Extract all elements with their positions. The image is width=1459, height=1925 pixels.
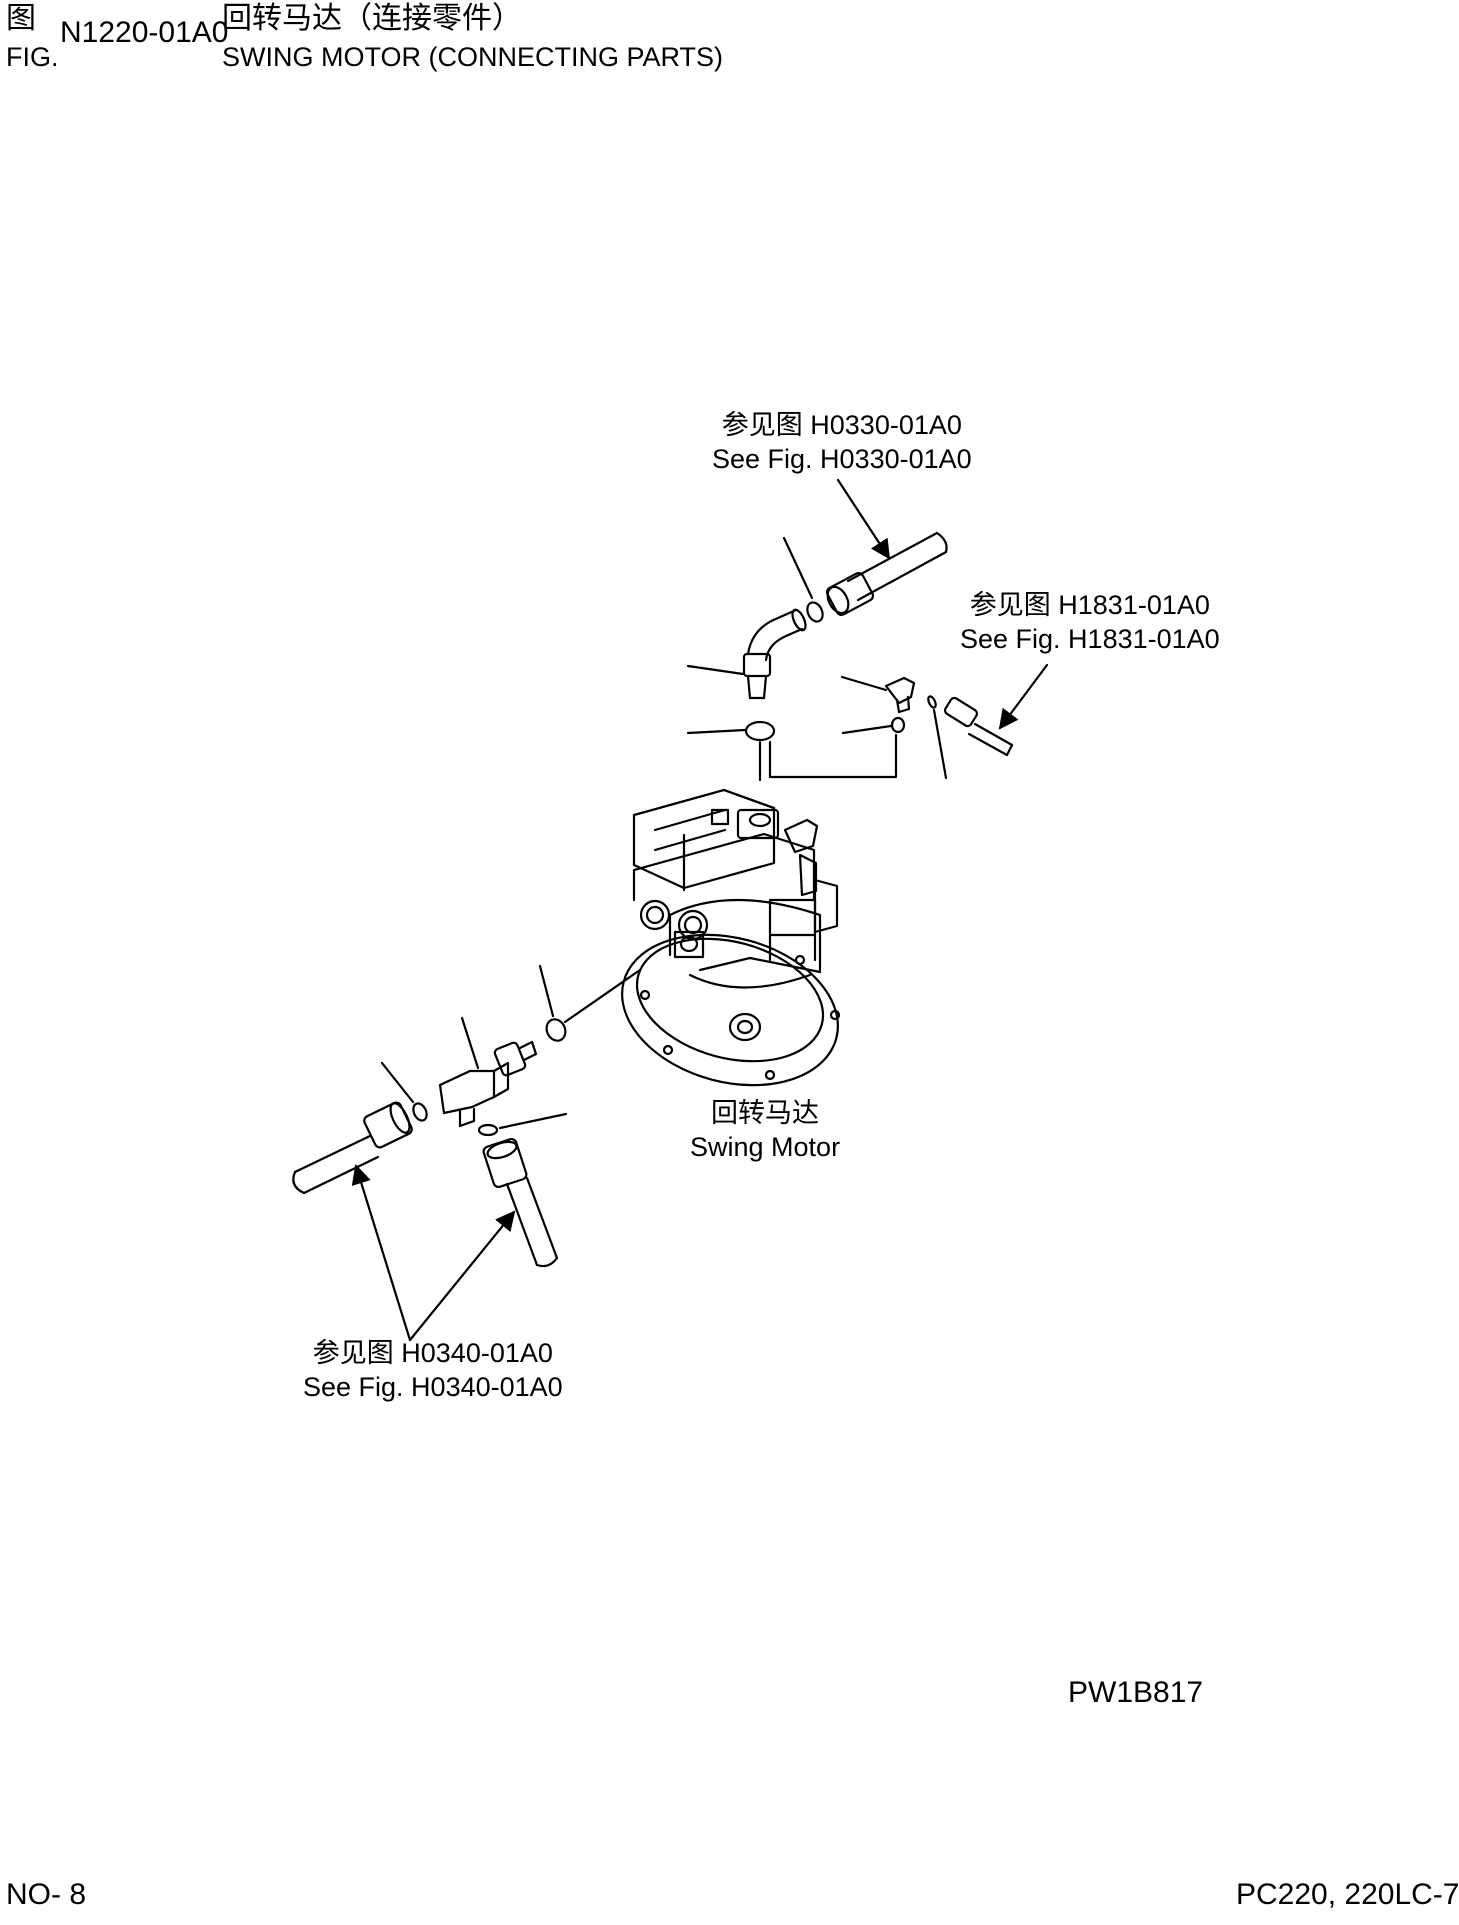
leader-arrow-h0330 — [836, 478, 891, 560]
drain-hose — [943, 696, 1014, 757]
fig-number: N1220-01A0 — [60, 16, 229, 49]
o-ring-small — [890, 716, 906, 734]
upper-hose — [825, 531, 948, 616]
fig-label-en: FIG. — [6, 42, 59, 72]
ref-h0340-cn: 参见图 H0340-01A0 — [312, 1338, 553, 1368]
connection-line-left — [563, 968, 642, 1024]
motor-label: 回转马达 Swing Motor — [690, 1100, 840, 1168]
o-ring-upper — [806, 601, 824, 623]
leader-arrow-h1831 — [998, 663, 1049, 730]
small-elbow-fitting — [884, 676, 916, 714]
tee-fitting — [438, 1040, 538, 1128]
connection-line-2 — [768, 733, 898, 779]
model-number: PC220, 220LC-7 — [1236, 1878, 1459, 1911]
leader-o-ring-small — [841, 724, 893, 735]
left-hose — [292, 1101, 413, 1195]
o-ring-tee-bottom — [477, 1123, 499, 1137]
leader-o-ring-left — [538, 964, 555, 1018]
leader-o-ring-tiny — [932, 708, 948, 780]
o-ring-tee-left — [412, 1102, 428, 1122]
swing-motor — [621, 788, 841, 1087]
leader-elbow — [686, 664, 745, 676]
leader-o-ring-tee-left — [380, 1061, 415, 1104]
title-en: SWING MOTOR (CONNECTING PARTS) — [222, 42, 724, 72]
leader-arrow-h0340-right — [408, 1210, 516, 1342]
leader-o-ring-upper — [782, 536, 814, 600]
ref-h1831-cn: 参见图 H1831-01A0 — [969, 590, 1210, 620]
drawing-code: PW1B817 — [1068, 1676, 1204, 1709]
page-number: NO- 8 — [6, 1878, 87, 1911]
fig-label-cn: 图 — [6, 2, 36, 35]
ref-h0340: 参见图 H0340-01A0 See Fig. H0340-01A0 — [303, 1340, 563, 1408]
leader-arrow-h0340-left — [351, 1164, 412, 1342]
motor-label-en: Swing Motor — [690, 1132, 841, 1162]
lower-hose — [482, 1137, 559, 1268]
leader-o-ring-large — [686, 728, 747, 735]
ref-h0340-en: See Fig. H0340-01A0 — [303, 1372, 563, 1402]
leader-o-ring-tee-bottom — [498, 1112, 568, 1130]
o-ring-left — [545, 1018, 567, 1042]
leader-tee — [460, 1016, 480, 1070]
ref-h1831-en: See Fig. H1831-01A0 — [960, 624, 1220, 654]
ref-h0330-cn: 参见图 H0330-01A0 — [721, 410, 962, 440]
ref-h0330-en: See Fig. H0330-01A0 — [712, 444, 972, 474]
title-cn: 回转马达（连接零件） — [222, 2, 522, 35]
motor-label-cn: 回转马达 — [711, 1098, 820, 1128]
leader-small-elbow — [840, 675, 888, 692]
elbow-fitting — [742, 608, 807, 700]
o-ring-large — [744, 720, 776, 742]
o-ring-tiny — [927, 695, 937, 709]
ref-h0330: 参见图 H0330-01A0 See Fig. H0330-01A0 — [712, 412, 972, 480]
ref-h1831: 参见图 H1831-01A0 See Fig. H1831-01A0 — [960, 592, 1220, 660]
